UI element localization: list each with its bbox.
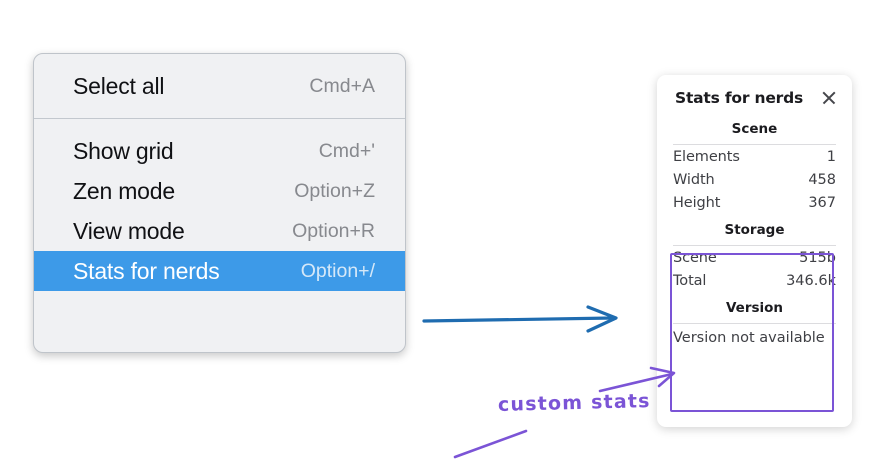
stat-value: 346.6k (786, 273, 836, 289)
menu-item-label: Show grid (73, 137, 174, 164)
menu-item-label: Zen mode (73, 177, 175, 204)
blue-arrow-annotation (422, 305, 618, 333)
stat-key: Height (673, 195, 721, 211)
menu-item-stats-for-nerds[interactable]: Stats for nerds Option+/ (34, 251, 405, 291)
stat-value: 1 (826, 149, 836, 165)
menu-item-shortcut: Option+Z (294, 179, 375, 202)
stat-value: 515b (799, 250, 836, 266)
menu-item-shortcut: Cmd+' (318, 139, 375, 162)
menu-item-shortcut: Option+/ (300, 259, 375, 282)
stats-section-scene: Scene Elements 1 Width 458 Height 367 (657, 113, 852, 214)
section-heading: Storage (673, 214, 836, 246)
stat-key: Total (673, 273, 707, 289)
stat-row-storage-scene: Scene 515b (673, 246, 836, 269)
version-text: Version not available (673, 323, 836, 350)
stat-row-elements: Elements 1 (673, 145, 836, 168)
menu-group-selection: Select all Cmd+A (34, 54, 405, 119)
purple-underline-stroke (453, 429, 528, 459)
menu-item-show-grid[interactable]: Show grid Cmd+' (34, 131, 405, 171)
close-icon[interactable] (820, 89, 838, 107)
menu-group-view: Show grid Cmd+' Zen mode Option+Z View m… (34, 119, 405, 302)
stats-for-nerds-panel: Stats for nerds Scene Elements 1 Width 4… (657, 75, 852, 427)
stat-key: Elements (673, 149, 740, 165)
menu-item-label: Stats for nerds (73, 257, 220, 284)
menu-item-view-mode[interactable]: View mode Option+R (34, 211, 405, 251)
stat-row-storage-total: Total 346.6k (673, 269, 836, 292)
stats-section-version: Version Version not available (657, 292, 852, 350)
stats-section-storage: Storage Scene 515b Total 346.6k (657, 214, 852, 292)
menu-item-select-all[interactable]: Select all Cmd+A (34, 66, 405, 106)
stat-value: 367 (808, 195, 836, 211)
menu-item-shortcut: Cmd+A (309, 74, 375, 97)
stat-key: Width (673, 172, 715, 188)
stats-panel-title: Stats for nerds (675, 89, 804, 107)
section-heading: Version (725, 300, 784, 316)
stat-row-width: Width 458 (673, 168, 836, 191)
custom-stats-annotation-label: custom stats (497, 390, 651, 416)
stat-row-height: Height 367 (673, 191, 836, 214)
stat-key: Scene (673, 250, 717, 266)
stats-panel-header: Stats for nerds (657, 75, 852, 113)
section-heading: Scene (673, 113, 836, 145)
menu-item-zen-mode[interactable]: Zen mode Option+Z (34, 171, 405, 211)
canvas-context-menu[interactable]: Select all Cmd+A Show grid Cmd+' Zen mod… (33, 53, 406, 353)
stat-value: 458 (808, 172, 836, 188)
menu-item-label: View mode (73, 217, 185, 244)
menu-item-shortcut: Option+R (292, 219, 375, 242)
menu-item-label: Select all (73, 72, 165, 99)
